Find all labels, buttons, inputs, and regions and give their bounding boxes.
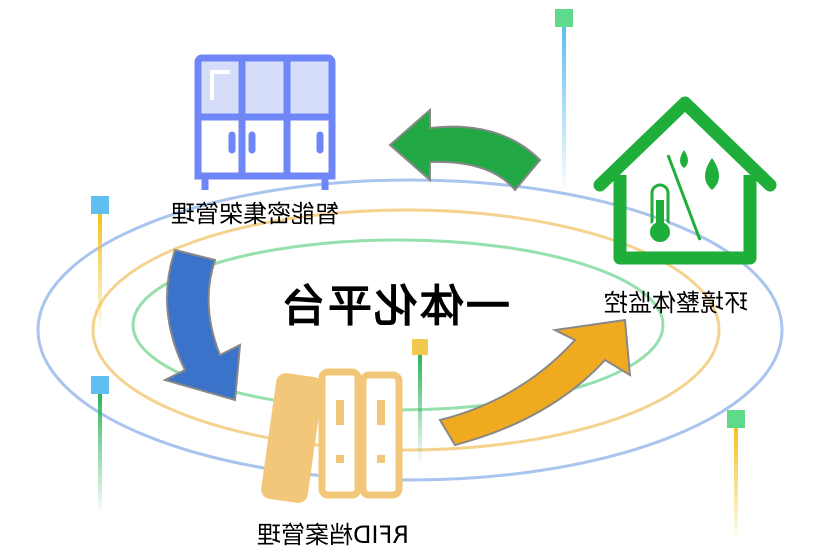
- module-label-smart-shelving: 智能密集架管理: [171, 200, 339, 228]
- module-label-environment-monitoring: 环境整体监控: [604, 289, 748, 317]
- module-label-rfid-archive: RFID档案管理: [256, 521, 410, 549]
- house-thermometer-icon: [593, 96, 777, 265]
- arrow-orange: [438, 318, 632, 447]
- binders-icon: [261, 368, 403, 503]
- pin-marker: [91, 196, 109, 334]
- middle-ring: [91, 208, 721, 452]
- pin-marker: [91, 376, 109, 514]
- pin-marker: [555, 9, 573, 192]
- platform-title: 一体化平台: [280, 281, 510, 332]
- arrow-green: [388, 107, 542, 192]
- pin-marker: [727, 410, 745, 543]
- outer-ring: [36, 178, 784, 482]
- pin-marker: [412, 339, 428, 465]
- cabinet-icon: [194, 54, 336, 190]
- arrow-blue: [162, 248, 242, 402]
